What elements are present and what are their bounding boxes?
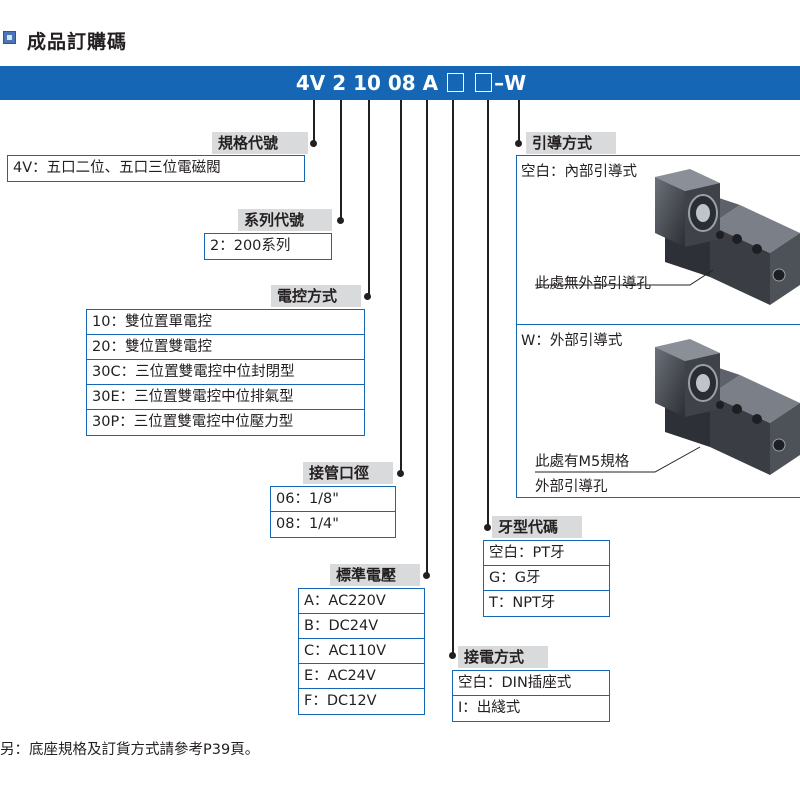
option-item: 10：雙位置單電控	[87, 310, 364, 335]
options-voltage: A：AC220V B：DC24V C：AC110V E：AC24V F：DC12…	[298, 588, 425, 715]
options-control-type: 10：雙位置單電控 20：雙位置雙電控 30C：三位置雙電控中位封閉型 30E：…	[86, 309, 365, 436]
code-blank-box	[447, 73, 465, 92]
option-item: F：DC12V	[304, 693, 377, 709]
group-header-series-code: 系列代號	[238, 209, 332, 231]
option-item: 30C：三位置雙電控中位封閉型	[87, 360, 364, 385]
internal-pilot-label: 空白：內部引導式	[521, 164, 637, 180]
option-item: A：AC220V	[299, 589, 424, 614]
connector-dot	[449, 652, 456, 659]
option-item: 空白：DIN插座式	[453, 671, 609, 696]
option-item: C：AC110V	[299, 639, 424, 664]
option-item: 06：1/8"	[271, 487, 395, 512]
option-item: 08：1/4"	[276, 516, 339, 532]
connector-line	[400, 100, 402, 476]
connector-dot	[337, 217, 344, 224]
solenoid-valve-image	[535, 339, 800, 475]
option-item: 30E：三位置雙電控中位排氣型	[87, 385, 364, 410]
option-item: 20：雙位置雙電控	[87, 335, 364, 360]
group-header-spec-code: 規格代號	[212, 132, 308, 154]
option-item: 30P：三位置雙電控中位壓力型	[92, 414, 294, 430]
footer-note: 另：底座規格及訂貨方式請參考P39頁。	[0, 742, 260, 758]
connector-dot	[484, 524, 491, 531]
option-item: B：DC24V	[299, 614, 424, 639]
options-spec-code: 4V：五口二位、五口三位電磁閥	[7, 155, 305, 182]
option-item: T：NPT牙	[489, 595, 556, 611]
options-thread-code: 空白：PT牙 G：G牙 T：NPT牙	[483, 540, 610, 617]
group-header-voltage: 標準電壓	[330, 564, 420, 586]
connector-line	[518, 100, 520, 144]
external-pilot-label: W：外部引導式	[521, 333, 623, 349]
option-item: E：AC24V	[299, 664, 424, 689]
page-title: 成品訂購碼	[27, 31, 128, 53]
options-port-size: 06：1/8" 08：1/4"	[270, 486, 396, 538]
connector-dot	[397, 470, 404, 477]
connector-line	[340, 100, 342, 222]
group-header-control-type: 電控方式	[271, 285, 361, 307]
connector-dot	[310, 140, 317, 147]
options-wiring-type: 空白：DIN插座式 I：出綫式	[452, 670, 610, 722]
options-series-code: 2：200系列	[204, 233, 332, 260]
connector-line	[313, 100, 315, 147]
internal-pilot-callout: 此處無外部引導孔	[535, 276, 651, 292]
order-code-suffix: –W	[494, 71, 527, 95]
option-item: G：G牙	[484, 566, 609, 591]
connector-dot	[364, 293, 371, 300]
option-item: 4V：五口二位、五口三位電磁閥	[13, 160, 221, 176]
connector-dot	[515, 140, 522, 147]
external-pilot-callout-2: 外部引導孔	[535, 479, 608, 495]
connector-line	[452, 100, 454, 656]
option-item: I：出綫式	[458, 700, 521, 716]
title-square-icon	[3, 31, 16, 44]
group-header-thread-code: 牙型代碼	[492, 516, 582, 538]
option-item: 空白：PT牙	[484, 541, 609, 566]
connector-line	[426, 100, 428, 576]
solenoid-valve-image	[535, 169, 800, 305]
connector-line	[487, 100, 489, 528]
option-item: 2：200系列	[210, 238, 291, 254]
connector-dot	[423, 572, 430, 579]
order-code-prefix: 4V 2 10 08 A	[295, 71, 446, 95]
group-header-pilot-type: 引導方式	[526, 132, 616, 154]
group-header-port-size: 接管口徑	[303, 462, 393, 484]
group-header-wiring-type: 接電方式	[458, 646, 548, 668]
connector-line	[368, 100, 370, 298]
external-pilot-callout-1: 此處有M5規格	[535, 454, 630, 470]
code-band	[0, 66, 800, 100]
order-code: 4V 2 10 08 A –W	[0, 66, 800, 100]
code-blank-box	[475, 73, 493, 92]
